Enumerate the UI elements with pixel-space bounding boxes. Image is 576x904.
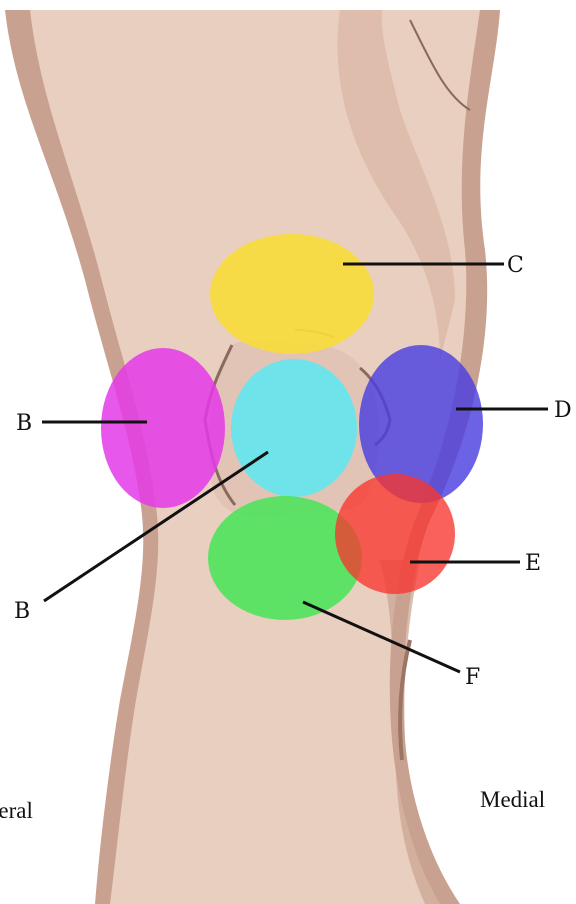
label-b-lower: B xyxy=(14,599,30,624)
region-b-center-ellipse xyxy=(231,359,357,497)
region-c-ellipse xyxy=(210,234,374,354)
label-d: D xyxy=(554,398,572,423)
label-e: E xyxy=(525,551,541,576)
label-b-left: B xyxy=(16,411,32,436)
label-f: F xyxy=(465,665,480,690)
side-label-right: Medial xyxy=(480,787,545,812)
label-c: C xyxy=(507,253,524,278)
side-label-left: teral xyxy=(0,798,33,823)
region-b-left-ellipse xyxy=(101,348,225,508)
